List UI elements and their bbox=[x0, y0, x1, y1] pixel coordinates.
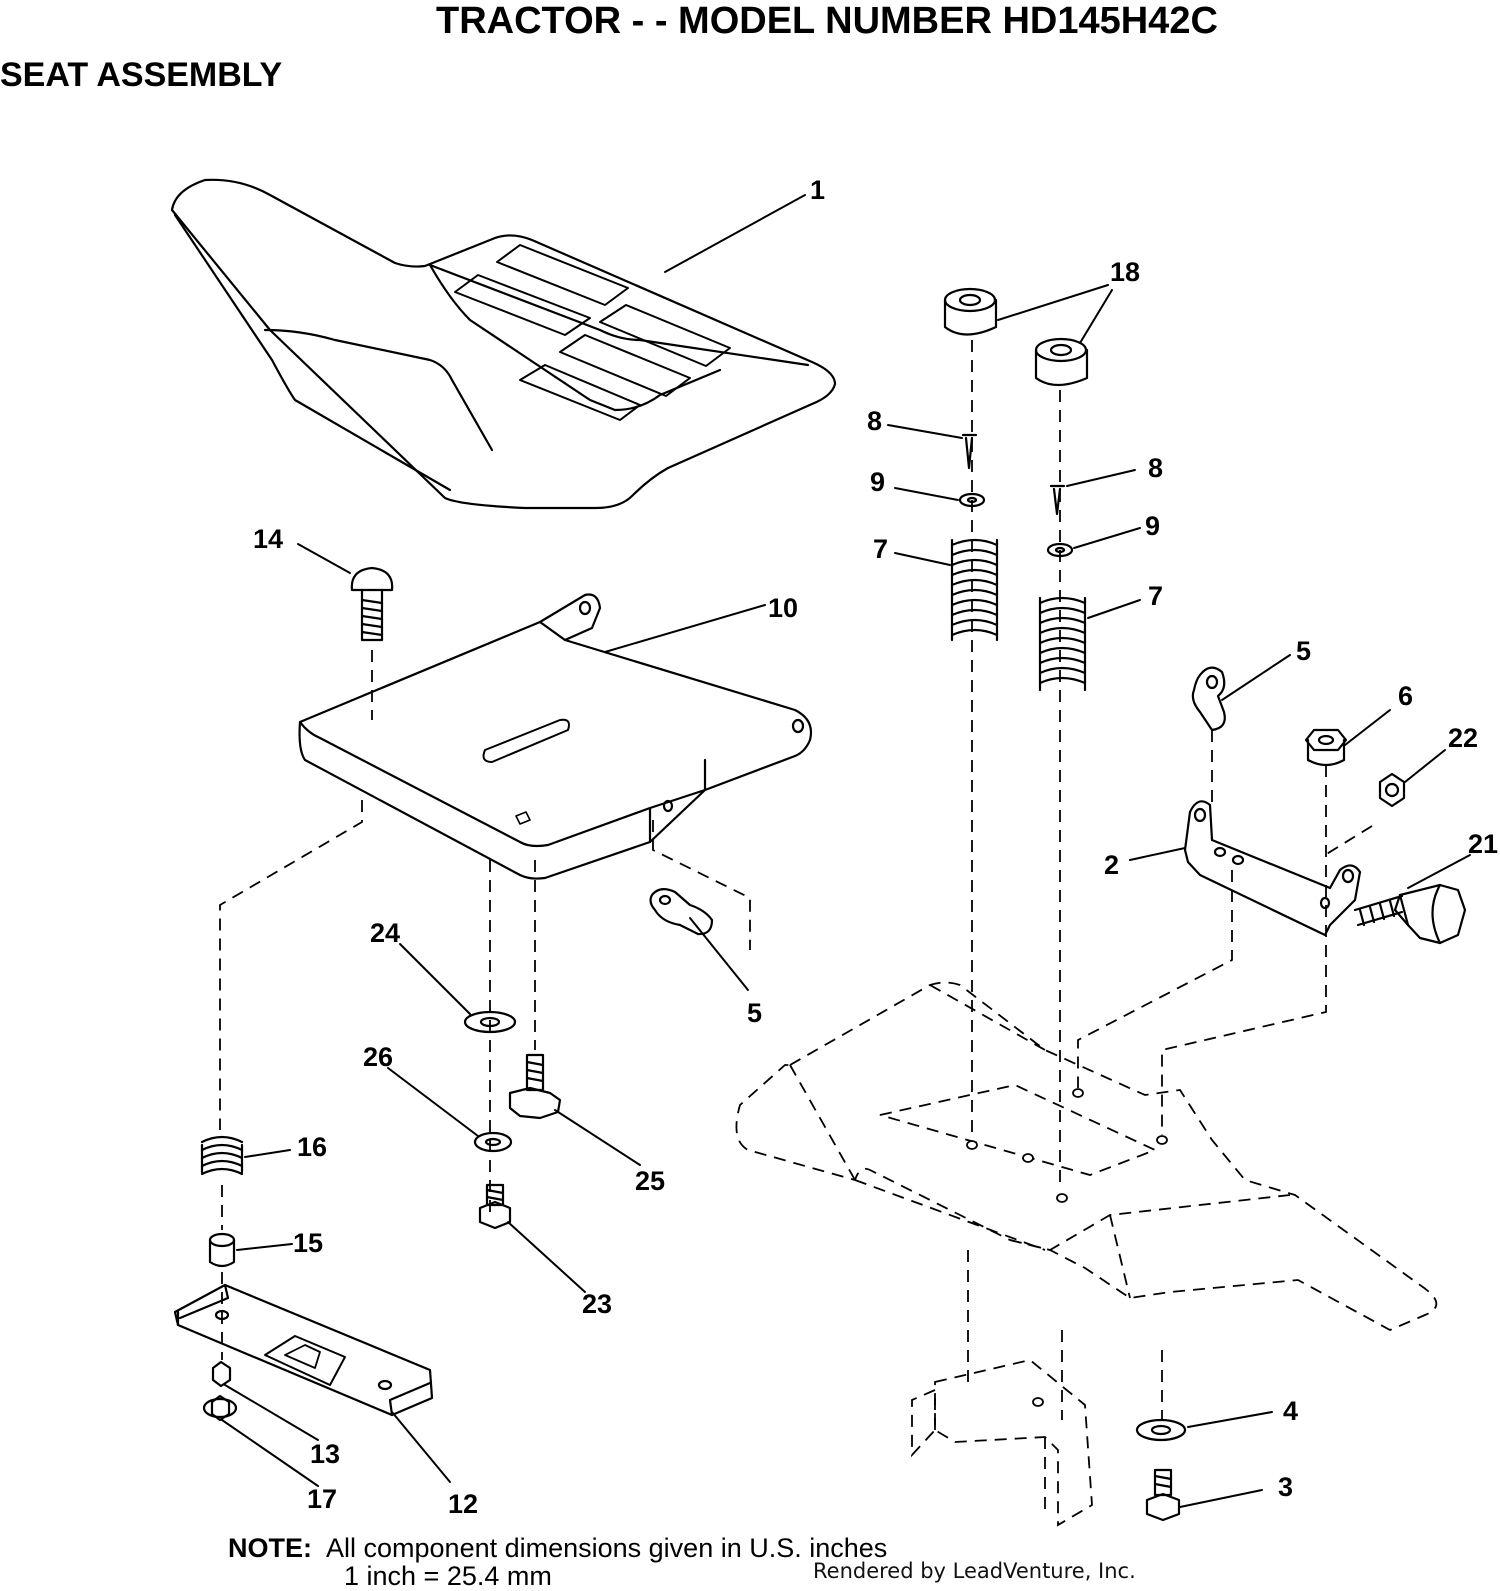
callout-16: 16 bbox=[297, 1132, 327, 1162]
callout-labels: 1 18 8 9 7 8 9 7 14 10 5 6 22 2 21 24 5 … bbox=[253, 175, 1498, 1519]
frame-outline bbox=[219, 340, 1438, 1527]
callout-14: 14 bbox=[253, 524, 283, 554]
dimension-note: NOTE: All component dimensions given in U… bbox=[228, 1534, 887, 1590]
callout-23: 23 bbox=[582, 1289, 612, 1319]
callout-24: 24 bbox=[370, 918, 400, 948]
callout-2: 2 bbox=[1104, 850, 1119, 880]
callout-17: 17 bbox=[307, 1484, 337, 1514]
callout-6: 6 bbox=[1398, 681, 1413, 711]
note-label: NOTE: bbox=[228, 1533, 312, 1563]
callout-13: 13 bbox=[310, 1439, 340, 1469]
seat-pan-part bbox=[298, 593, 813, 880]
callout-10: 10 bbox=[768, 593, 798, 623]
callout-25: 25 bbox=[635, 1166, 665, 1196]
pin-and-washer-parts bbox=[887, 424, 1141, 558]
bolt-part bbox=[1353, 854, 1471, 945]
page-title: TRACTOR - - MODEL NUMBER HD145H42C bbox=[436, 0, 1218, 42]
callout-18: 18 bbox=[1110, 257, 1140, 287]
callout-9b: 9 bbox=[1145, 511, 1160, 541]
frame-fastener-parts bbox=[1135, 1411, 1273, 1522]
note-line-2: 1 inch = 25.4 mm bbox=[344, 1561, 552, 1591]
spring-part bbox=[894, 538, 1141, 692]
note-line-1: All component dimensions given in U.S. i… bbox=[326, 1533, 888, 1563]
callout-21: 21 bbox=[1468, 829, 1498, 859]
callout-9: 9 bbox=[870, 467, 885, 497]
frame-holes bbox=[966, 1088, 1168, 1407]
callout-1: 1 bbox=[810, 175, 825, 205]
callout-4: 4 bbox=[1283, 1396, 1298, 1426]
rendered-by-credit: Rendered by LeadVenture, Inc. bbox=[813, 1559, 1136, 1583]
fastener-parts bbox=[387, 943, 641, 1293]
callout-5: 5 bbox=[1296, 636, 1311, 666]
clip-part bbox=[649, 654, 1291, 991]
callout-22: 22 bbox=[1448, 723, 1478, 753]
callout-26: 26 bbox=[363, 1042, 393, 1072]
seat-part bbox=[170, 178, 837, 510]
callout-5b: 5 bbox=[747, 998, 762, 1028]
callout-8: 8 bbox=[867, 406, 882, 436]
carriage-bolt-part bbox=[297, 543, 394, 642]
bushing-part bbox=[943, 284, 1113, 387]
section-title: SEAT ASSEMBLY bbox=[0, 56, 283, 94]
bracket-part bbox=[1129, 800, 1362, 937]
spring-and-bushing-parts bbox=[200, 1135, 293, 1268]
callout-12: 12 bbox=[448, 1489, 478, 1519]
callout-15: 15 bbox=[293, 1228, 323, 1258]
callout-7b: 7 bbox=[1148, 581, 1163, 611]
flange-nut-parts bbox=[202, 1360, 319, 1487]
callout-8b: 8 bbox=[1148, 453, 1163, 483]
callout-7: 7 bbox=[873, 534, 888, 564]
callout-3: 3 bbox=[1278, 1472, 1293, 1502]
